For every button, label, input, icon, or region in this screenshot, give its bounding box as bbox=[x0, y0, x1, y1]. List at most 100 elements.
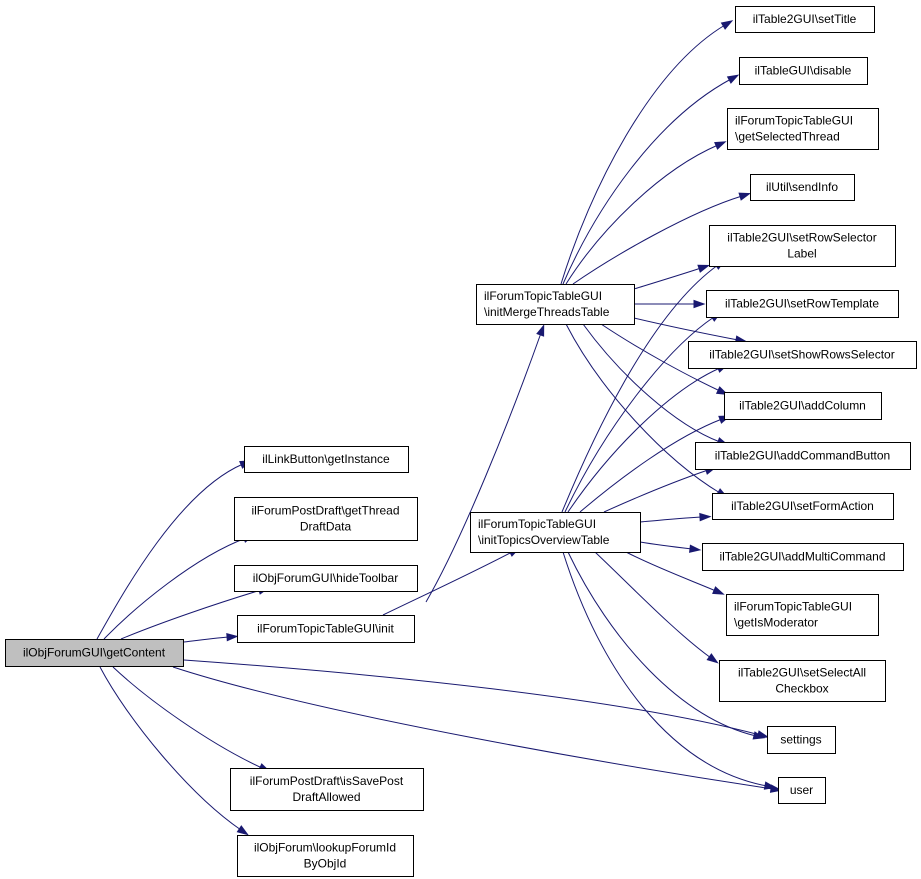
edge-line bbox=[183, 636, 230, 643]
node-label: ilObjForum\lookupForumId bbox=[254, 841, 396, 855]
node-box bbox=[234, 497, 418, 541]
edge-line bbox=[565, 144, 719, 285]
node-label: ilTable2GUI\addColumn bbox=[739, 399, 866, 413]
node-box bbox=[767, 726, 836, 754]
arrowhead bbox=[752, 731, 766, 740]
node-getIsModerator[interactable]: ilForumTopicTableGUI \getIsModerator bbox=[726, 594, 879, 636]
arrowhead bbox=[536, 324, 545, 337]
node-getContent[interactable]: ilObjForumGUI\getContent bbox=[5, 639, 184, 667]
edge-getContent-to-linkButton bbox=[96, 460, 252, 640]
node-box bbox=[476, 284, 635, 325]
node-box bbox=[726, 594, 879, 636]
node-label: \getSelectedThread bbox=[735, 130, 840, 144]
edge-line bbox=[572, 195, 743, 285]
node-getSelectedThread[interactable]: ilForumTopicTableGUI\getSelectedThread bbox=[727, 108, 879, 150]
edge-topicInit-to-initMerge bbox=[425, 324, 545, 603]
edge-line bbox=[183, 659, 761, 736]
node-topicInit[interactable]: ilForumTopicTableGUI\init bbox=[237, 615, 415, 643]
edge-initTopics-to-setFormAction bbox=[639, 512, 712, 523]
node-label: ilTable2GUI\setTitle bbox=[753, 12, 857, 26]
edge-initMerge-to-getSelectedThread bbox=[565, 141, 727, 285]
edge-getContent-to-settings bbox=[183, 659, 770, 739]
node-label: Checkbox bbox=[775, 682, 828, 696]
node-label: user bbox=[790, 783, 813, 797]
edge-initTopics-to-addCommandButton bbox=[603, 466, 718, 513]
edge-initTopics-to-addMultiCommand bbox=[639, 541, 702, 553]
edge-getContent-to-getThreadDraft bbox=[103, 534, 255, 640]
edge-line bbox=[603, 469, 709, 513]
arrowhead bbox=[693, 299, 706, 309]
edge-initTopics-to-setSelectAll bbox=[594, 551, 719, 664]
node-label: ilUtil\sendInfo bbox=[766, 180, 838, 194]
arrowhead bbox=[236, 825, 249, 836]
node-label: \initTopicsOverviewTable bbox=[478, 533, 610, 547]
edge-line bbox=[99, 666, 242, 831]
node-setRowTemplate[interactable]: ilTable2GUI\setRowTemplate bbox=[706, 290, 899, 318]
node-label: ilForumTopicTableGUI\init bbox=[257, 622, 394, 636]
node-label: settings bbox=[780, 733, 821, 747]
node-box bbox=[750, 174, 855, 201]
node-box bbox=[712, 493, 894, 520]
node-settings[interactable]: settings bbox=[767, 726, 836, 754]
edge-line bbox=[103, 537, 247, 640]
edge-line bbox=[172, 666, 774, 790]
edge-initTopics-to-getIsModerator bbox=[625, 551, 725, 595]
arrowhead bbox=[706, 653, 719, 664]
arrowhead bbox=[699, 512, 712, 522]
node-addColumn[interactable]: ilTable2GUI\addColumn bbox=[724, 392, 882, 420]
edge-line bbox=[382, 551, 513, 616]
node-linkButton[interactable]: ilLinkButton\getInstance bbox=[244, 446, 409, 473]
node-hideToolbar[interactable]: ilObjForumGUI\hideToolbar bbox=[234, 565, 418, 592]
edge-line bbox=[633, 267, 702, 290]
edge-line bbox=[562, 551, 768, 787]
edge-line bbox=[594, 551, 712, 659]
edge-line bbox=[561, 264, 719, 513]
node-label: Label bbox=[787, 247, 816, 261]
node-box bbox=[237, 835, 414, 877]
node-addMultiCommand[interactable]: ilTable2GUI\addMultiCommand bbox=[702, 543, 904, 571]
edge-line bbox=[112, 666, 263, 769]
node-user[interactable]: user bbox=[778, 777, 826, 804]
node-sendInfo[interactable]: ilUtil\sendInfo bbox=[750, 174, 855, 201]
edge-getContent-to-isSavePost bbox=[112, 666, 271, 773]
node-label: \getIsModerator bbox=[734, 616, 818, 630]
edge-initMerge-to-sendInfo bbox=[572, 192, 752, 285]
node-box bbox=[688, 341, 917, 369]
arrowhead bbox=[738, 192, 752, 201]
edge-line bbox=[600, 323, 721, 392]
node-box bbox=[5, 639, 184, 667]
node-initMerge[interactable]: ilForumTopicTableGUI \initMergeThreadsTab… bbox=[476, 284, 635, 325]
node-box bbox=[706, 290, 899, 318]
node-box bbox=[778, 777, 826, 804]
node-label: ilForumTopicTableGUI bbox=[734, 600, 852, 614]
node-box bbox=[719, 660, 886, 702]
node-box bbox=[739, 57, 868, 85]
node-label: ilTable2GUI\addCommandButton bbox=[715, 449, 890, 463]
arrowhead bbox=[689, 544, 702, 553]
node-box bbox=[735, 6, 875, 33]
node-setFormAction[interactable]: ilTable2GUI\setFormAction bbox=[712, 493, 894, 520]
node-setShowRows[interactable]: ilTable2GUI\setShowRowsSelector bbox=[688, 341, 917, 369]
node-setTitle[interactable]: ilTable2GUI\setTitle bbox=[735, 6, 875, 33]
node-label: ilForumTopicTableGUI bbox=[484, 289, 602, 303]
arrowhead bbox=[726, 74, 740, 84]
node-box bbox=[230, 768, 424, 811]
node-disable[interactable]: ilTableGUI\disable bbox=[739, 57, 868, 85]
edge-line bbox=[567, 367, 721, 513]
edge-line bbox=[425, 332, 542, 603]
edge-initTopics-to-user bbox=[562, 551, 777, 790]
node-label: \initMergeThreadsTable bbox=[484, 305, 610, 319]
node-addCommandButton[interactable]: ilTable2GUI\addCommandButton bbox=[695, 442, 911, 470]
node-initTopics[interactable]: ilForumTopicTableGUI\initTopicsOverviewT… bbox=[470, 512, 641, 553]
edge-line bbox=[564, 316, 715, 513]
node-label: ilForumPostDraft\isSavePost bbox=[250, 774, 404, 788]
edge-line bbox=[567, 551, 757, 737]
node-label: ilTable2GUI\addMultiCommand bbox=[719, 550, 885, 564]
